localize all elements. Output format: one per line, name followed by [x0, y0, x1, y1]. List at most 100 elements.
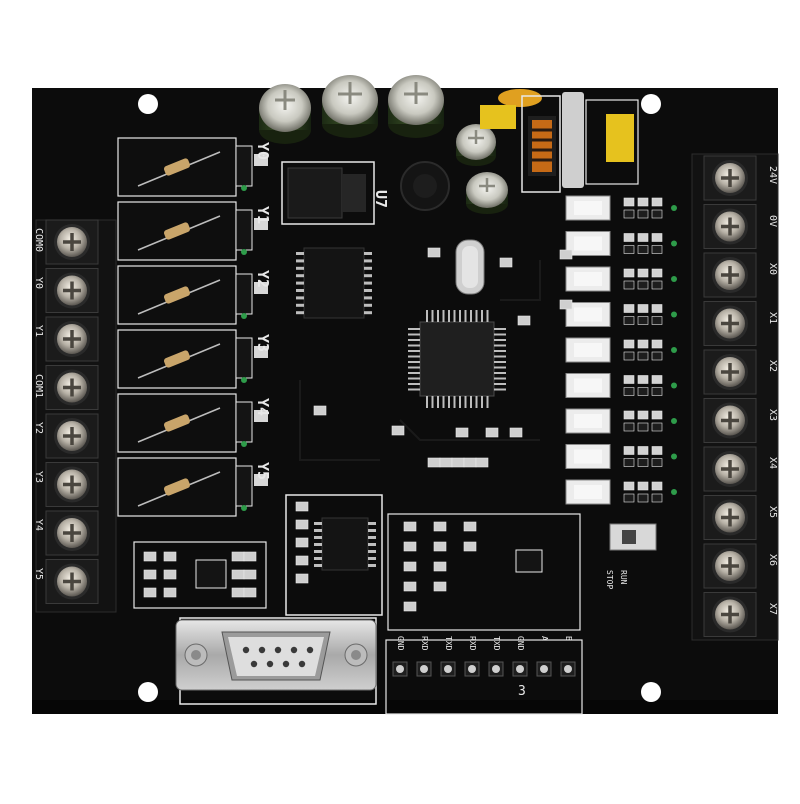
smd-part	[163, 569, 177, 580]
smd-part	[499, 257, 513, 268]
relay-label: Y5	[254, 462, 272, 481]
smd-part	[243, 569, 257, 580]
smd-part	[427, 247, 441, 258]
smd-part	[403, 521, 417, 532]
smd-part	[143, 551, 157, 562]
mounting-holes	[138, 94, 661, 702]
smd-part	[475, 457, 489, 468]
screw-terminal	[45, 462, 99, 507]
header-number: 3	[518, 684, 526, 699]
relay-label: Y4	[254, 398, 272, 417]
smd-part	[143, 587, 157, 598]
header-pin-label: B	[564, 636, 573, 641]
relay-slot	[117, 457, 268, 517]
driver-chip	[296, 247, 372, 319]
smd-part	[433, 561, 447, 572]
bottom-left-circuit	[133, 541, 267, 609]
right-terminal-label: X6	[767, 554, 778, 567]
screw-terminal	[45, 559, 99, 604]
optocoupler-array	[565, 195, 611, 505]
regulator-label: U7	[372, 190, 390, 209]
right-terminal-block	[691, 153, 779, 641]
header-pin-label: TXD	[444, 636, 453, 651]
voltage-regulator	[281, 161, 375, 225]
relay-label: Y3	[254, 334, 272, 353]
smd-part	[295, 501, 309, 512]
screw-terminal	[703, 398, 757, 443]
left-terminal-label: Y2	[33, 422, 44, 435]
screw-terminal	[703, 446, 757, 492]
smd-part	[403, 581, 417, 592]
smd-part	[433, 581, 447, 592]
inductor	[400, 161, 450, 211]
smd-part	[559, 249, 573, 260]
bottom-middle-circuit	[387, 513, 581, 631]
relay-label: Y1	[254, 206, 272, 225]
screw-terminal	[45, 316, 99, 362]
relay-label: Y0	[254, 142, 272, 161]
smd-part	[463, 457, 477, 468]
smd-part	[391, 425, 405, 436]
optocoupler	[565, 408, 611, 434]
smd-part	[439, 457, 453, 468]
optocoupler	[565, 231, 611, 256]
left-terminal-label: Y3	[33, 470, 44, 483]
right-terminal-label: X3	[767, 408, 778, 421]
right-terminal-label: X7	[767, 602, 778, 615]
smd-part	[243, 587, 257, 598]
electrolytic-capacitors	[259, 75, 508, 214]
smd-part	[295, 537, 309, 548]
optocoupler	[565, 266, 611, 292]
header-pin-label: GND	[396, 636, 405, 651]
left-terminal-label: Y0	[33, 276, 44, 289]
screw-terminal	[703, 349, 757, 395]
pcb-traces	[299, 260, 541, 461]
right-terminal-label: X5	[767, 505, 778, 518]
relay-slot	[117, 393, 268, 453]
right-terminal-label: X0	[767, 263, 778, 276]
interface-chip	[285, 494, 383, 616]
smd-part	[231, 551, 245, 562]
optocoupler	[565, 337, 611, 363]
smd-part	[509, 427, 523, 438]
run-stop-switch	[609, 523, 657, 551]
right-terminal-label: X2	[767, 360, 778, 373]
relay-label: Y2	[254, 270, 272, 289]
smd-part	[433, 521, 447, 532]
power-components	[480, 89, 639, 193]
optocoupler	[565, 373, 611, 398]
smd-part	[517, 315, 531, 326]
right-terminal-label: X1	[767, 311, 778, 324]
smd-components	[143, 197, 677, 612]
crystal-oscillator	[455, 239, 485, 295]
db9-serial-connector	[175, 617, 377, 705]
smd-part	[295, 519, 309, 530]
pcb-edge	[32, 700, 778, 714]
header-pin-label: A	[540, 636, 549, 641]
smd-part	[463, 521, 477, 532]
screw-terminal	[45, 268, 99, 313]
optocoupler	[565, 444, 611, 469]
left-terminal-block	[35, 219, 117, 613]
smd-part	[163, 587, 177, 598]
bottom-pin-header	[385, 639, 583, 715]
smd-part	[295, 573, 309, 584]
screw-terminal	[45, 510, 99, 556]
left-terminal-label: Y5	[33, 567, 44, 580]
smd-part	[143, 569, 157, 580]
smd-part	[455, 427, 469, 438]
relay-slot	[117, 201, 268, 261]
screw-terminal	[45, 413, 99, 459]
smd-part	[231, 587, 245, 598]
screw-terminal	[703, 495, 757, 540]
relay-slot	[117, 329, 268, 389]
screw-terminal	[703, 301, 757, 346]
smd-part	[403, 561, 417, 572]
screw-terminal	[703, 204, 757, 249]
smd-part	[295, 555, 309, 566]
switch-label-stop: STOP	[605, 570, 614, 590]
screw-terminal	[703, 543, 757, 589]
right-terminal-label: 0V	[767, 214, 778, 227]
